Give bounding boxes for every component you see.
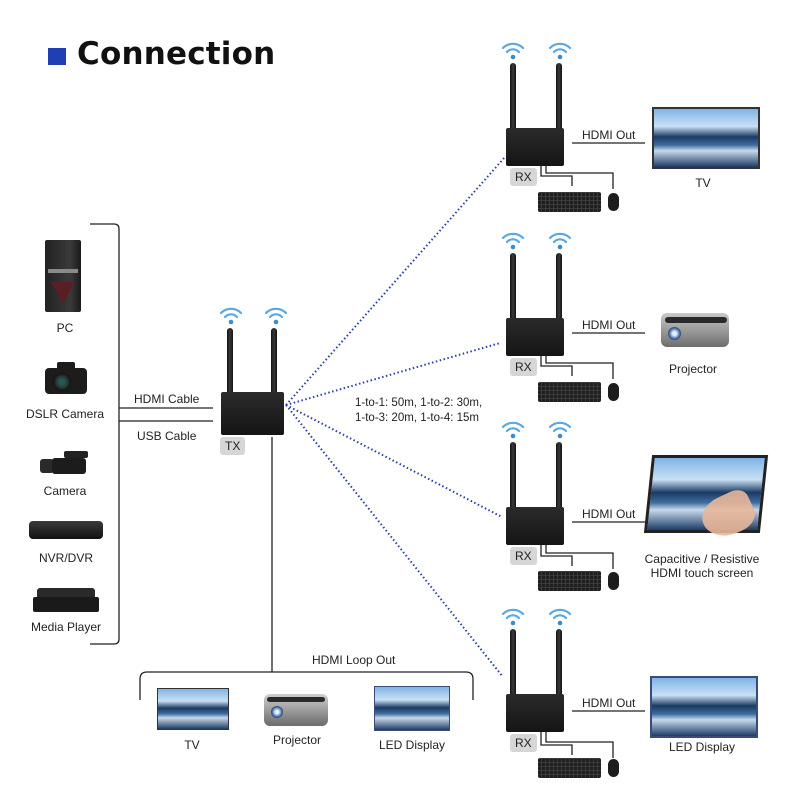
display-label-touch-line2: HDMI touch screen: [650, 566, 754, 580]
mouse-icon: [608, 383, 619, 401]
source-label-dslr: DSLR Camera: [25, 407, 105, 421]
receiver-device-2: RX: [500, 226, 619, 406]
source-pc: [42, 240, 84, 315]
antenna: [227, 328, 233, 398]
wifi-icon: [501, 42, 525, 60]
wifi-icon: [264, 307, 288, 325]
camcorder-icon: [40, 449, 92, 477]
wifi-icon: [501, 232, 525, 250]
transmitter-device: TX: [213, 300, 293, 460]
loop-label-led: LED Display: [378, 738, 446, 752]
wireless-link-rx3: [285, 404, 503, 518]
receiver-device-1: RX: [500, 36, 619, 216]
tx-box: [221, 392, 284, 435]
display-label-tv: TV: [695, 176, 711, 190]
loop-projector-icon: [264, 694, 328, 728]
display-label-touch-line1: Capacitive / Resistive: [644, 552, 760, 566]
rx-box: [506, 507, 564, 545]
wifi-icon: [219, 307, 243, 325]
antenna: [510, 63, 516, 135]
loop-out-bracket: [139, 671, 474, 700]
hdmi-out-label-1: HDMI Out: [582, 128, 636, 142]
range-note: 1-to-1: 50m, 1-to-2: 30m, 1-to-3: 20m, 1…: [355, 396, 482, 426]
keyboard-icon: [538, 192, 601, 212]
tx-tag: TX: [220, 437, 246, 455]
receiver-device-3: RX: [500, 415, 619, 595]
source-label-camera: Camera: [43, 484, 87, 498]
media-player-icon: [33, 588, 99, 614]
hdmi-out-label-2: HDMI Out: [582, 318, 636, 332]
hdmi-out-label-4: HDMI Out: [582, 696, 636, 710]
antenna: [271, 328, 277, 398]
led-display-icon: [650, 676, 758, 738]
wifi-icon: [548, 608, 572, 626]
wireless-link-rx4: [285, 404, 504, 678]
antenna: [510, 629, 516, 701]
rx-box: [506, 694, 564, 732]
antenna: [510, 253, 516, 325]
receiver-device-4: RX: [500, 602, 619, 782]
projector-icon: [661, 313, 729, 349]
mouse-icon: [608, 759, 619, 777]
loop-label-tv: TV: [184, 738, 200, 752]
display-label-touch-screen: Capacitive / Resistive HDMI touch screen: [640, 552, 764, 580]
keyboard-icon: [538, 571, 601, 591]
rx-tag: RX: [510, 168, 537, 186]
loop-tv-icon: [157, 688, 229, 730]
antenna: [556, 63, 562, 135]
antenna: [510, 442, 516, 514]
range-note-line2: 1-to-3: 20m, 1-to-4: 15m: [355, 412, 479, 424]
antenna: [556, 253, 562, 325]
pc-tower-icon: [45, 240, 81, 312]
antenna: [556, 629, 562, 701]
tv-display-icon: [652, 107, 760, 169]
wireless-link-rx2: [285, 342, 501, 406]
source-label-media-player: Media Player: [30, 620, 102, 634]
loop-led-display-icon: [374, 686, 450, 731]
source-bracket: [90, 223, 120, 645]
wifi-icon: [501, 421, 525, 439]
rx-box: [506, 128, 564, 166]
wifi-icon: [548, 42, 572, 60]
antenna: [556, 442, 562, 514]
keyboard-icon: [538, 758, 601, 778]
page-title: Connection: [77, 36, 276, 72]
source-label-nvr: NVR/DVR: [38, 551, 93, 565]
rx-tag: RX: [510, 734, 537, 752]
mouse-icon: [608, 572, 619, 590]
display-label-projector: Projector: [668, 362, 718, 376]
loop-label-projector: Projector: [272, 733, 322, 747]
keyboard-icon: [538, 382, 601, 402]
rx-tag: RX: [510, 358, 537, 376]
range-note-line1: 1-to-1: 50m, 1-to-2: 30m,: [355, 397, 483, 409]
usb-cable-label: USB Cable: [137, 429, 197, 443]
hdmi-loop-out-label: HDMI Loop Out: [312, 653, 396, 667]
dslr-camera-icon: [45, 362, 87, 394]
mouse-icon: [608, 193, 619, 211]
wifi-icon: [501, 608, 525, 626]
nvr-dvr-icon: [29, 521, 103, 541]
hdmi-out-label-3: HDMI Out: [582, 507, 636, 521]
wifi-icon: [548, 232, 572, 250]
wifi-icon: [548, 421, 572, 439]
rx-tag: RX: [510, 547, 537, 565]
source-label-pc: PC: [56, 321, 74, 335]
rx-box: [506, 318, 564, 356]
title-bullet: [48, 48, 66, 65]
hdmi-cable-label: HDMI Cable: [134, 392, 200, 406]
display-label-led: LED Display: [668, 740, 736, 754]
wireless-link-rx1: [285, 156, 506, 406]
